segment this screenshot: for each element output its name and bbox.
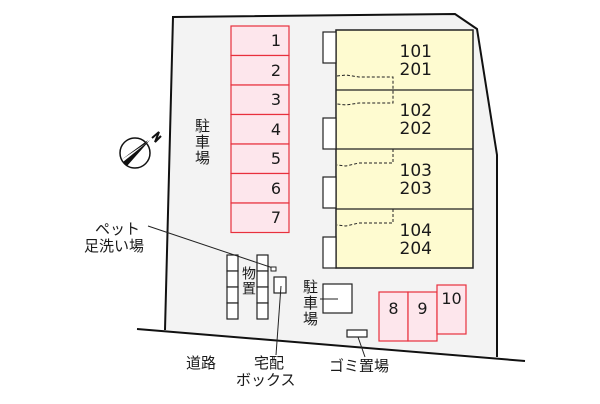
parking-space-9: 9 [417, 299, 428, 318]
pet-wash-leader [147, 225, 274, 269]
parking-main-label: 駐車場 [193, 118, 211, 166]
parking-space-8: 8 [388, 299, 399, 318]
delivery-box [273, 276, 287, 294]
pet-wash-label: ペット [95, 220, 141, 238]
road-edge [136, 328, 526, 362]
delivery-box-leader [275, 285, 282, 356]
parking-space-3: 3 [270, 90, 281, 109]
unit-203: 203 [399, 179, 432, 199]
pet-wash-station [270, 266, 277, 272]
parking-space-7: 7 [270, 208, 281, 227]
parking-secondary-spaces [378, 284, 467, 342]
unit-204: 204 [399, 239, 432, 259]
unit-201: 201 [399, 60, 432, 80]
unit-102: 102 [399, 101, 432, 121]
garbage-label: ゴミ置場 [329, 357, 390, 375]
delivery-box-label: 宅配 [254, 354, 285, 372]
unit-104: 104 [399, 221, 432, 241]
storage-sheds [226, 254, 269, 320]
apartment-building [322, 29, 474, 269]
garbage-area [346, 329, 368, 338]
lot-outline [164, 12, 498, 357]
parking-space-10: 10 [441, 289, 462, 308]
delivery-box-label-line2: ボックス [236, 371, 296, 389]
unit-101: 101 [399, 42, 432, 62]
parking-space-2: 2 [270, 61, 281, 80]
north-arrow-icon [119, 131, 162, 169]
garbage-leader [357, 336, 366, 358]
parking-main-spaces [230, 25, 290, 234]
unit-202: 202 [399, 119, 432, 139]
parking-space-4: 4 [270, 120, 281, 139]
parking-secondary-label: 駐車場 [301, 279, 319, 327]
road-label: 道路 [186, 354, 217, 372]
unit-103: 103 [399, 161, 432, 181]
pet-wash-label-line2: 足洗い場 [84, 237, 145, 255]
parking-space-6: 6 [270, 179, 281, 198]
parking-space-5: 5 [270, 149, 281, 168]
parking-space-1: 1 [270, 31, 281, 50]
storage-label: 物置 [240, 266, 256, 296]
